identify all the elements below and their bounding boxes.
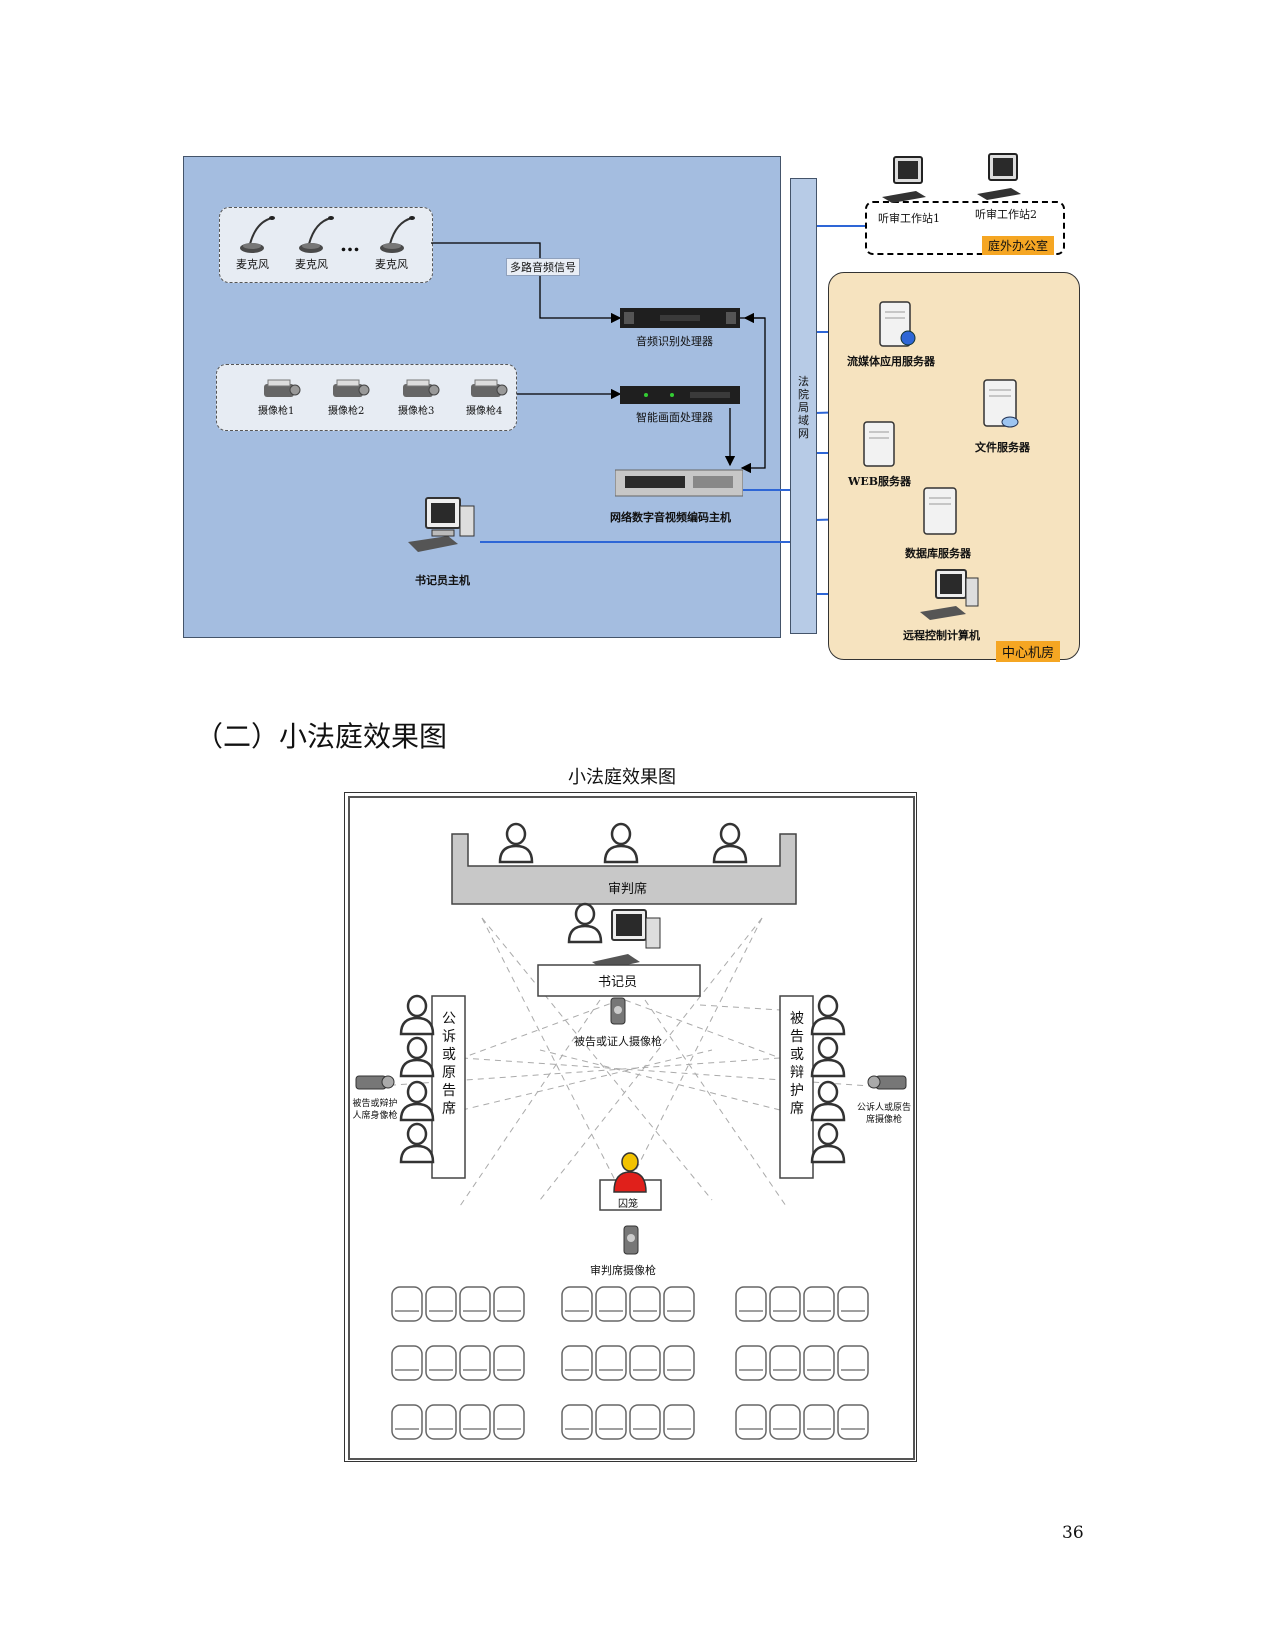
microphone-label: 麦克风 xyxy=(295,258,328,271)
courtroom-frame-inner xyxy=(348,796,915,1460)
rack-device-icon xyxy=(620,308,740,328)
office-box xyxy=(865,201,1065,255)
workstation-2-label: 听审工作站2 xyxy=(975,208,1037,221)
microphone-label: 麦克风 xyxy=(375,258,408,271)
audio-processor-label: 音频识别处理器 xyxy=(636,335,713,348)
courtroom-drawing xyxy=(355,822,907,1440)
microphone-label: 麦克风 xyxy=(236,258,269,271)
dock-label: 囚笼 xyxy=(618,1199,638,1210)
microphone-icon xyxy=(380,216,415,253)
server-icon xyxy=(863,421,895,467)
central-room-tag: 中心机房 xyxy=(996,641,1061,662)
court-lan-label: 法院局域网 xyxy=(798,375,809,440)
multi-audio-signal-label: 多路音频信号 xyxy=(506,258,580,276)
defense-camera-label: 被告或辩护人席身像枪 xyxy=(352,1099,398,1121)
courtroom-title: 小法庭效果图 xyxy=(568,767,676,788)
camera-group xyxy=(216,364,517,431)
court-lan-bus: 法院局域网 xyxy=(790,178,817,634)
clerk-host-label: 书记员主机 xyxy=(415,574,470,587)
prosecution-camera-label: 公诉人或原告席摄像枪 xyxy=(856,1103,911,1125)
file-server-label: 文件服务器 xyxy=(975,441,1030,454)
desktop-computer-icon xyxy=(882,156,926,203)
camera-icon xyxy=(333,379,370,397)
remote-control-pc-label: 远程控制计算机 xyxy=(903,629,980,642)
courtroom-frame-outer xyxy=(344,792,917,1462)
encoder-device-icon xyxy=(615,469,743,497)
camera-icon xyxy=(264,379,301,397)
camera-label: 摄像枪1 xyxy=(258,406,295,417)
gallery-seats xyxy=(391,1286,869,1440)
camera-label: 摄像枪3 xyxy=(398,406,435,417)
web-server-label: WEB服务器 xyxy=(848,475,912,488)
camera-label: 摄像枪4 xyxy=(466,406,503,417)
desktop-computer-icon xyxy=(920,569,979,620)
rack-device-icon xyxy=(620,386,740,404)
encoder-host-label: 网络数字音视频编码主机 xyxy=(610,511,731,524)
defense-bench-label: 被告或辩护席 xyxy=(790,1011,804,1117)
clerk-label: 书记员 xyxy=(598,975,638,990)
judge-bench-label: 审判席 xyxy=(608,882,648,897)
desktop-computer-icon xyxy=(977,153,1021,200)
server-icon xyxy=(923,487,957,535)
camera-icon xyxy=(403,379,440,397)
desktop-computer-icon xyxy=(408,497,475,552)
microphone-icon xyxy=(240,216,275,253)
microphone-icon xyxy=(299,216,334,253)
microphone-ellipsis: … xyxy=(340,232,360,256)
defendant-witness-camera-label: 被告或证人摄像枪 xyxy=(574,1035,662,1048)
server-icon xyxy=(983,379,1019,428)
streaming-server-label: 流媒体应用服务器 xyxy=(847,355,935,368)
page-number: 36 xyxy=(1062,1523,1084,1543)
workstation-1-label: 听审工作站1 xyxy=(878,212,940,225)
video-processor-label: 智能画面处理器 xyxy=(636,411,713,424)
camera-icon xyxy=(471,379,508,397)
prosecution-bench-label: 公诉或原告席 xyxy=(442,1011,456,1117)
database-server-label: 数据库服务器 xyxy=(905,547,971,560)
camera-label: 摄像枪2 xyxy=(328,406,365,417)
judge-camera-label: 审判席摄像枪 xyxy=(590,1264,656,1277)
server-icon xyxy=(879,301,916,347)
section-heading: （二）小法庭效果图 xyxy=(195,720,448,753)
office-tag: 庭外办公室 xyxy=(982,236,1055,255)
